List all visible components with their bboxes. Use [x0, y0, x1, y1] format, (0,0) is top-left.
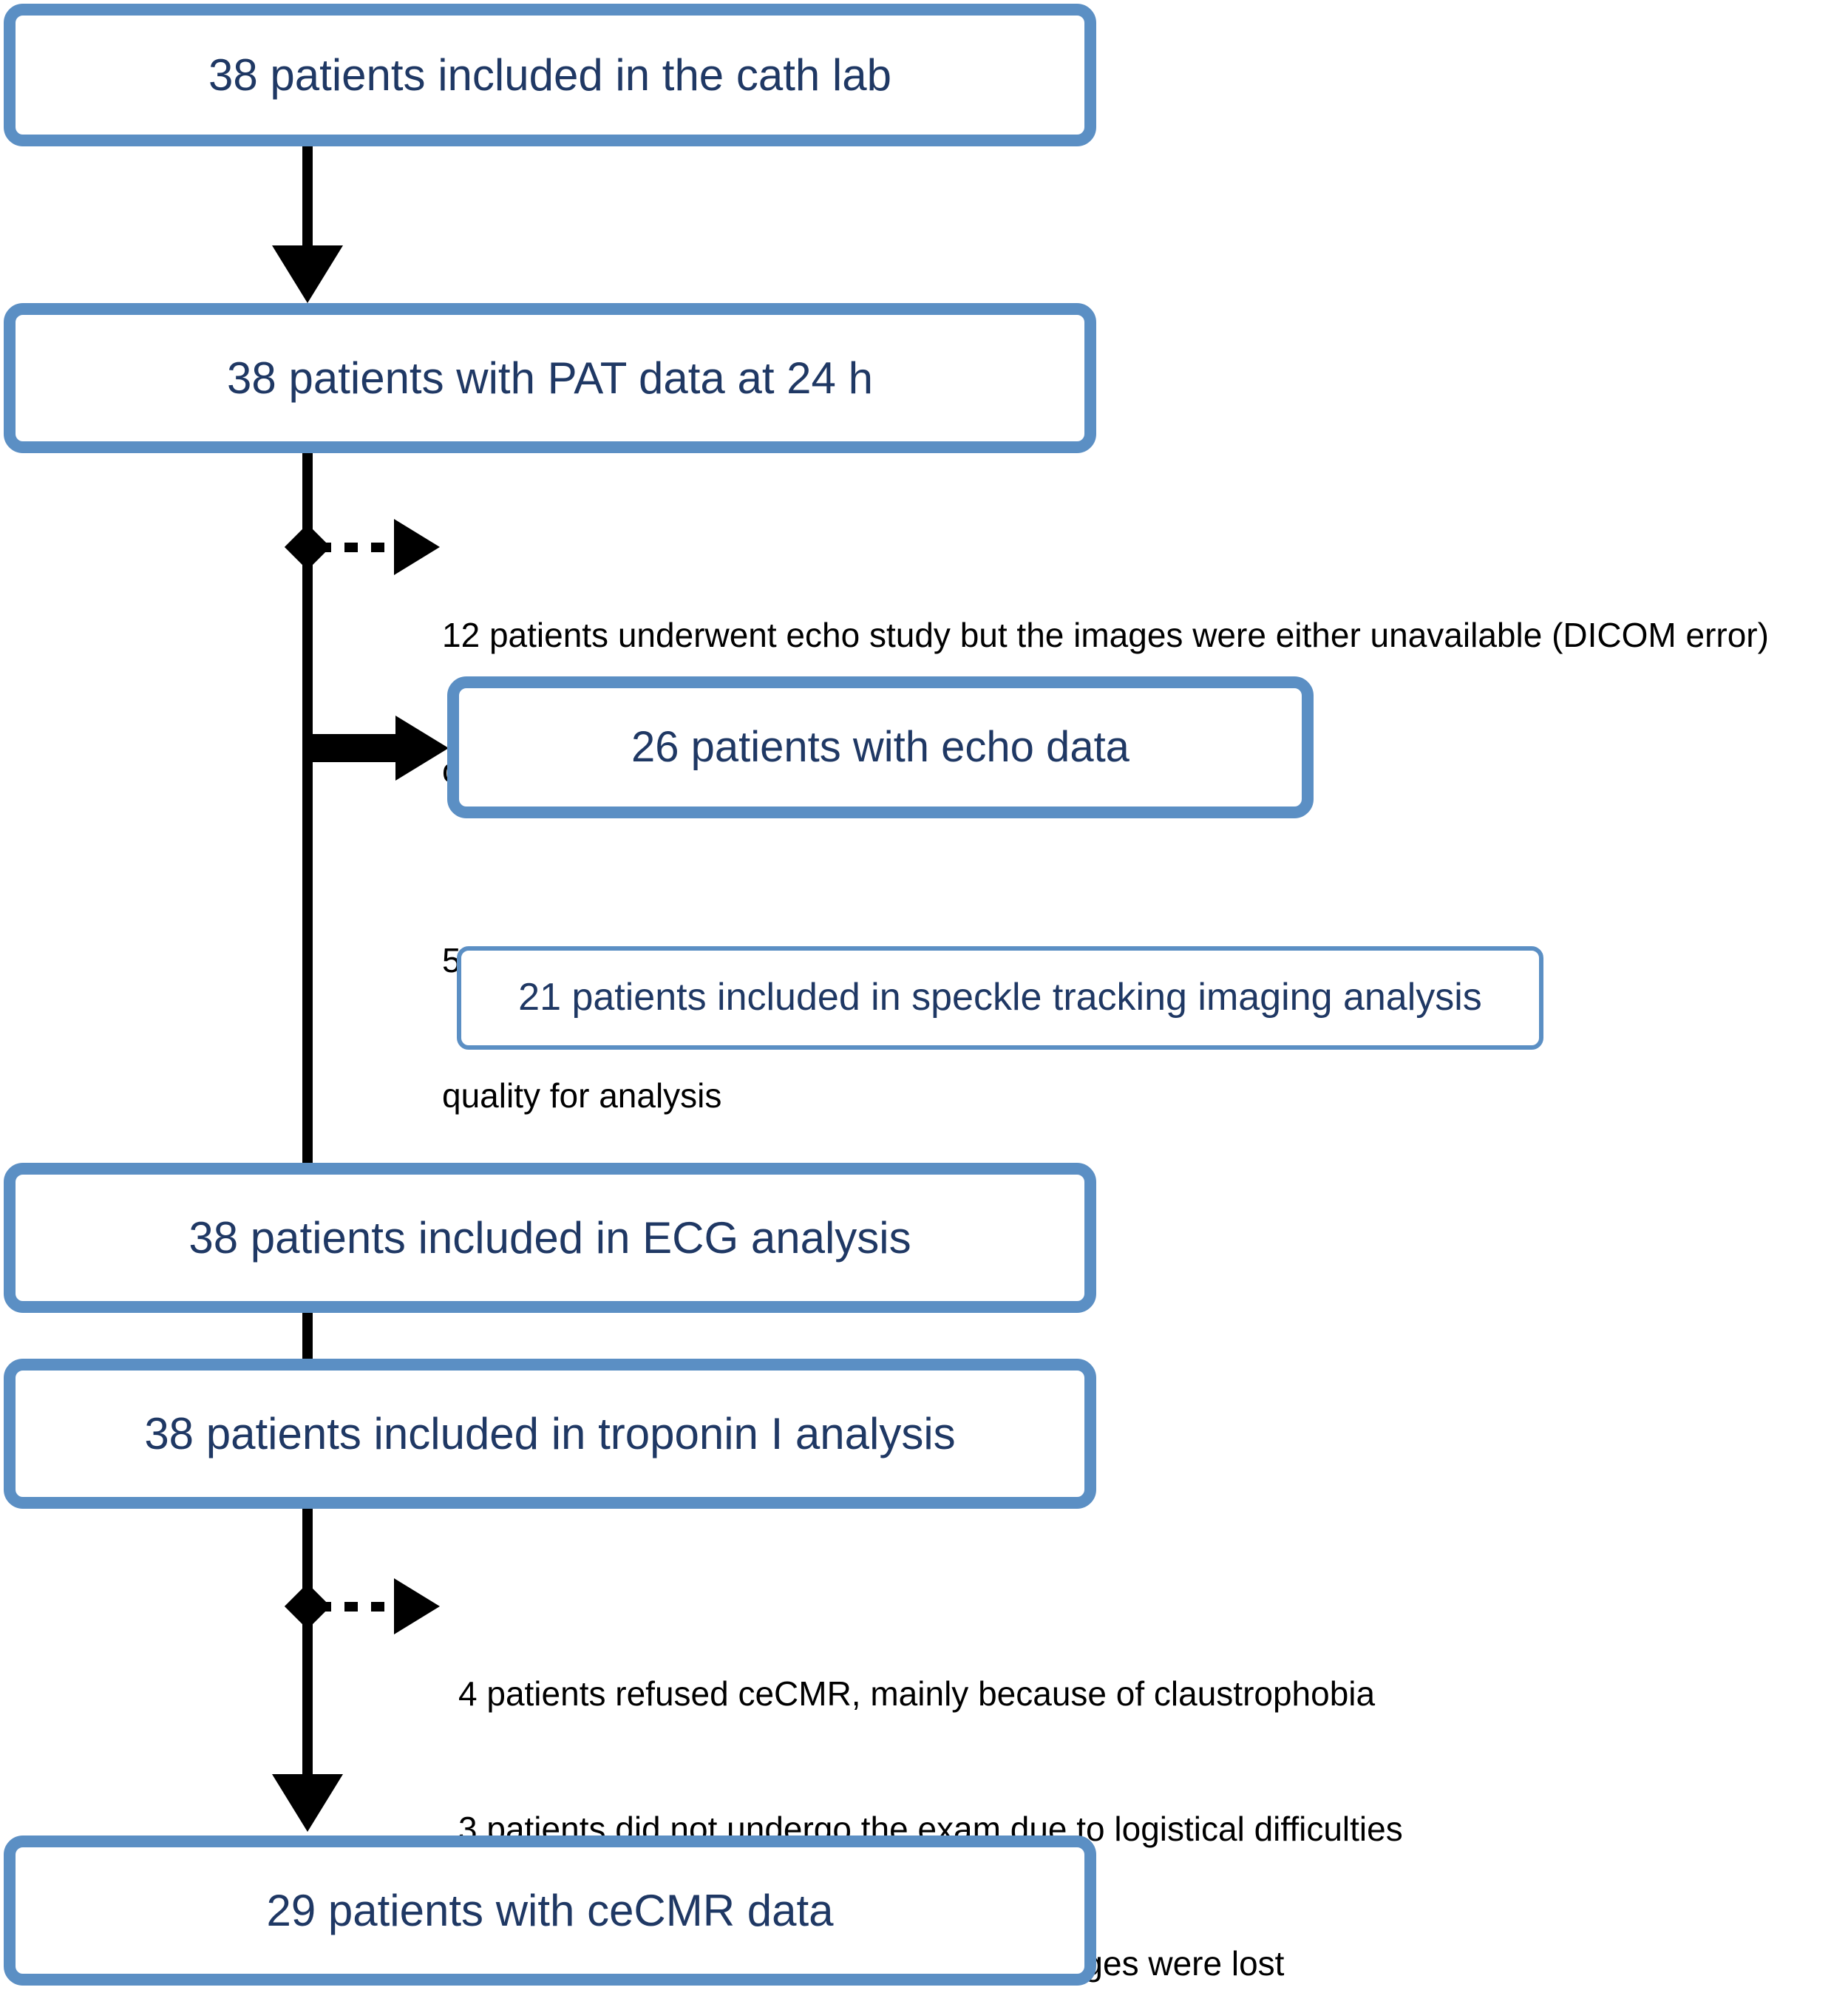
node-echo-data[interactable]: 26 patients with echo data — [447, 676, 1314, 818]
note-echo-exclusion-line1: 12 patients underwent echo study but the… — [442, 616, 1769, 655]
connector-echo-exclusion-arrowhead — [394, 519, 440, 575]
node-pat-data-label: 38 patients with PAT data at 24 h — [227, 353, 873, 403]
connector-echo-box-shaft — [307, 734, 400, 762]
node-speckle-tracking[interactable]: 21 patients included in speckle tracking… — [457, 946, 1543, 1050]
node-ecg-analysis[interactable]: 38 patients included in ECG analysis — [4, 1163, 1096, 1313]
node-cecmr-data[interactable]: 29 patients with ceCMR data — [4, 1836, 1096, 1986]
note-speckle-exclusion-line2: quality for analysis — [442, 1076, 722, 1115]
note-cecmr-exclusion-line1: 4 patients refused ceCMR, mainly because… — [458, 1674, 1376, 1714]
node-ecg-analysis-label: 38 patients included in ECG analysis — [188, 1213, 911, 1263]
node-cath-lab-label: 38 patients included in the cath lab — [208, 50, 891, 100]
node-troponin-analysis-label: 38 patients included in troponin I analy… — [144, 1409, 956, 1458]
connector-echo-exclusion-dotline — [318, 543, 418, 552]
node-speckle-tracking-label: 21 patients included in speckle tracking… — [518, 976, 1482, 1019]
connector-ecg-to-troponin — [302, 1313, 313, 1360]
connector-cecmr-exclusion-dotline — [318, 1602, 418, 1612]
connector-cath-to-pat-arrowhead — [272, 245, 343, 303]
connector-echo-box-arrowhead — [395, 716, 449, 781]
node-echo-data-label: 26 patients with echo data — [631, 722, 1129, 771]
connector-pat-spine — [302, 453, 313, 1164]
node-pat-data[interactable]: 38 patients with PAT data at 24 h — [4, 303, 1096, 453]
node-cecmr-data-label: 29 patients with ceCMR data — [266, 1886, 834, 1935]
connector-troponin-spine — [302, 1509, 313, 1784]
connector-cath-to-pat-shaft — [302, 146, 313, 259]
node-cath-lab[interactable]: 38 patients included in the cath lab — [4, 4, 1096, 146]
connector-troponin-to-cecmr-arrowhead — [272, 1774, 343, 1832]
node-troponin-analysis[interactable]: 38 patients included in troponin I analy… — [4, 1359, 1096, 1509]
connector-cecmr-exclusion-arrowhead — [394, 1578, 440, 1634]
